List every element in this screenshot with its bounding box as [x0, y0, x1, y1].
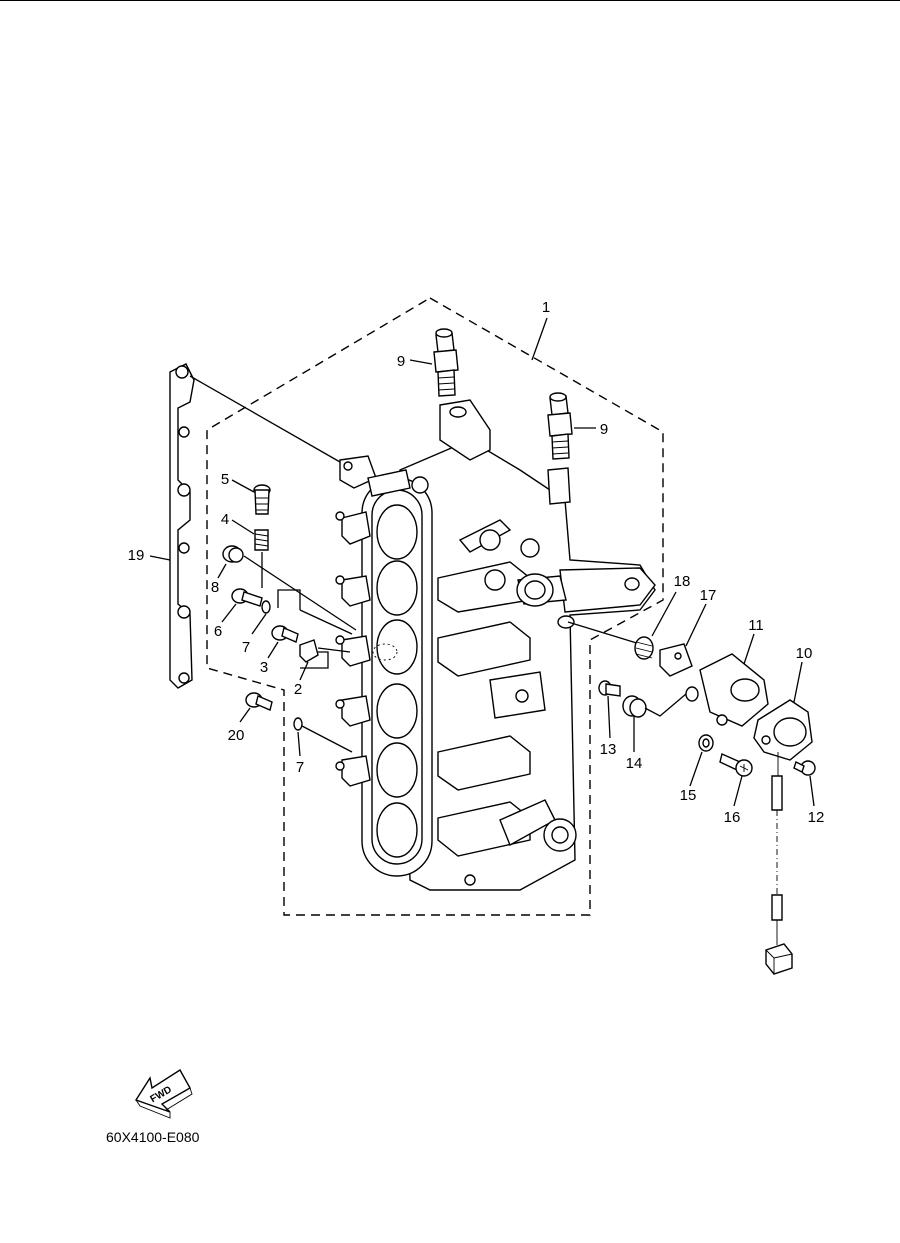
- leader-shaft-to-18: [567, 621, 641, 645]
- guide-line-2: [300, 651, 329, 669]
- spring-18: [634, 636, 654, 660]
- clip-2: [299, 639, 319, 663]
- callout-7-upper: 7: [242, 639, 250, 656]
- leader-11: [743, 633, 755, 665]
- leader-15: [689, 751, 703, 787]
- leader-6-to-body: [299, 609, 353, 635]
- callout-7-lower: 7: [296, 759, 304, 776]
- leader-19: [149, 555, 171, 561]
- leader-7-to-body: [301, 725, 353, 753]
- sensor-lead-wire: [771, 775, 783, 945]
- link-bar-19: [169, 363, 195, 689]
- screw-12: [793, 760, 816, 776]
- callout-13: 13: [600, 741, 617, 758]
- screw-5: [253, 484, 271, 515]
- leader-3: [267, 641, 279, 659]
- callout-1: 1: [542, 299, 550, 316]
- leader-12: [809, 775, 815, 807]
- washer-15: [698, 734, 714, 752]
- leader-7a: [251, 613, 267, 635]
- guide-line-14: [644, 693, 687, 717]
- callout-20: 20: [228, 727, 245, 744]
- leader-5: [231, 479, 255, 493]
- screw-3: [271, 625, 299, 643]
- callout-12: 12: [808, 809, 825, 826]
- leader-18: [651, 591, 677, 637]
- screw-16: [719, 753, 753, 777]
- leader-17: [685, 603, 707, 647]
- leader-13: [607, 695, 611, 739]
- callout-5: 5: [221, 471, 229, 488]
- pin-13: [598, 680, 621, 697]
- cap-8: [222, 545, 244, 563]
- throttle-body-casting: [335, 399, 656, 891]
- callout-2: 2: [294, 681, 302, 698]
- top-border-line: [0, 0, 900, 1]
- washer-7-upper: [261, 600, 271, 614]
- leader-16: [733, 775, 743, 807]
- fwd-arrow-icon: FWD: [134, 1069, 193, 1119]
- leader-4: [231, 519, 255, 535]
- callout-17: 17: [700, 587, 717, 604]
- leader-19-to-body: [189, 375, 341, 463]
- spring-14: [622, 695, 647, 718]
- leader-20: [239, 707, 251, 723]
- leader-6: [221, 603, 237, 623]
- callout-4: 4: [221, 511, 229, 528]
- washer-7-lower: [293, 717, 303, 731]
- callout-14: 14: [626, 755, 643, 772]
- sensor-connector: [765, 943, 793, 975]
- leader-8: [217, 563, 227, 579]
- callout-18: 18: [674, 573, 691, 590]
- assembly-boundary-dashed: [206, 297, 664, 916]
- callout-10: 10: [796, 645, 813, 662]
- leader-1: [531, 317, 548, 361]
- leader-2: [299, 661, 309, 681]
- screw-20: [245, 692, 273, 711]
- block-17: [659, 643, 693, 677]
- screw-6: [231, 588, 263, 607]
- throttle-sensor-10: [753, 699, 813, 776]
- callout-9-left: 9: [397, 353, 405, 370]
- callout-9-right: 9: [600, 421, 608, 438]
- leader-7b: [297, 731, 301, 757]
- leader-10: [793, 661, 803, 703]
- callout-3: 3: [260, 659, 268, 676]
- callout-16: 16: [724, 809, 741, 826]
- callout-19: 19: [128, 547, 145, 564]
- drawing-code: 60X4100-E080: [106, 1129, 200, 1145]
- sensor-housing-11: [685, 653, 769, 727]
- leader-2-to-body: [317, 647, 351, 653]
- spring-4: [254, 529, 269, 551]
- callout-8: 8: [211, 579, 219, 596]
- stud-9-upper-left: [433, 328, 459, 397]
- stud-9-upper-right: [547, 392, 573, 505]
- leader-9a: [409, 359, 433, 365]
- callout-6: 6: [214, 623, 222, 640]
- guide-line-6: [277, 589, 301, 610]
- callout-11: 11: [748, 617, 764, 634]
- callout-15: 15: [680, 787, 697, 804]
